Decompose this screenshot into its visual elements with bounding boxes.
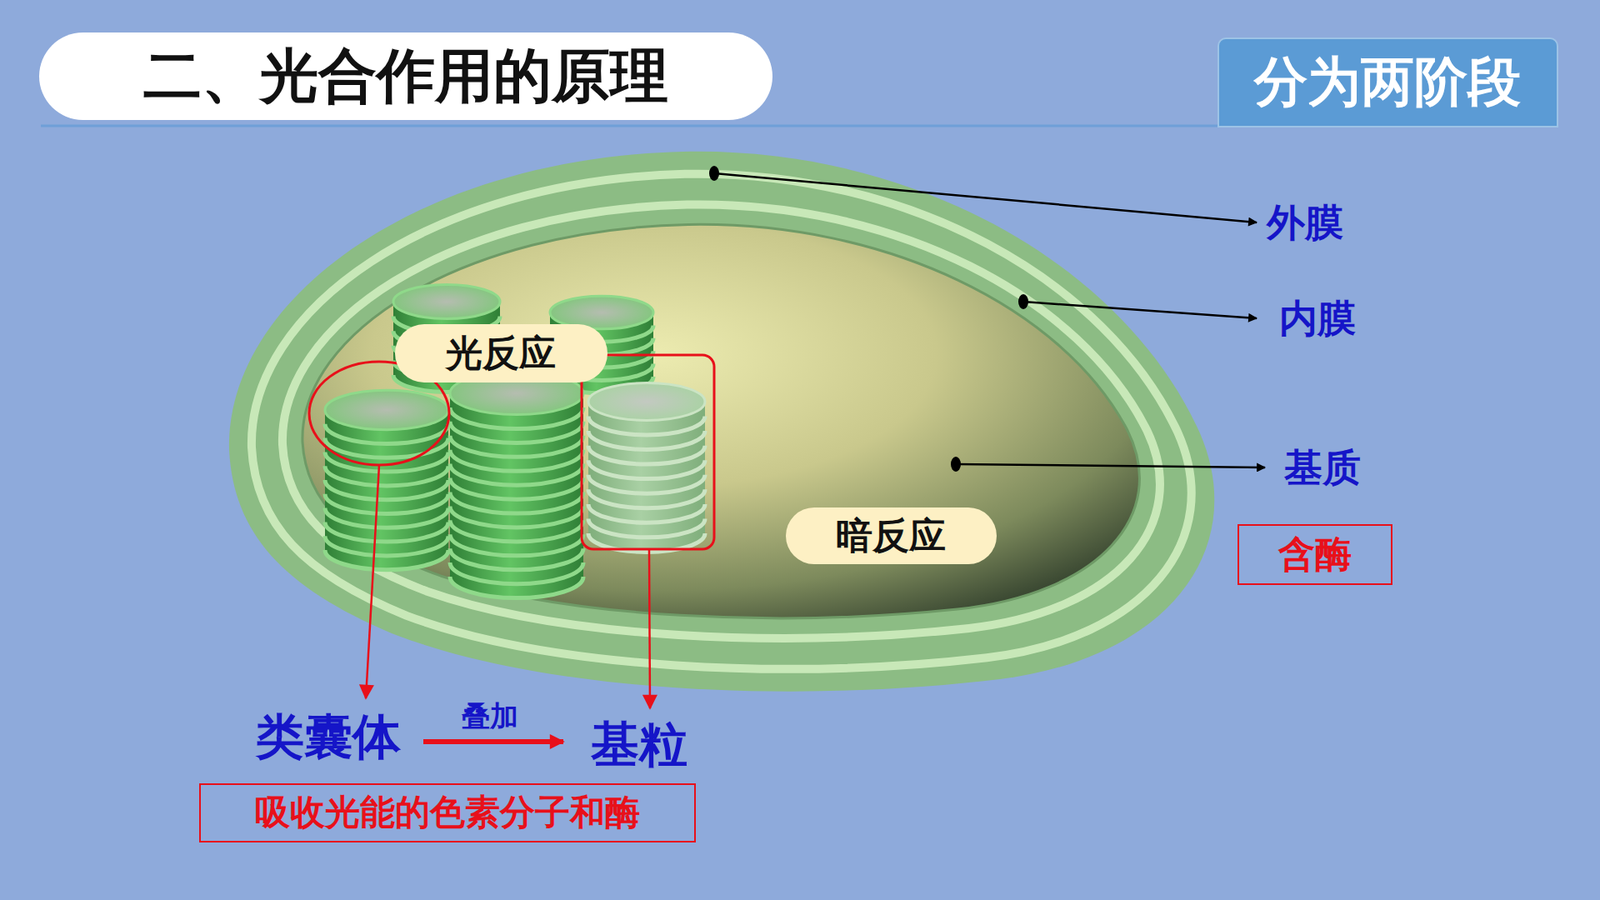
granum-highlight xyxy=(581,355,715,550)
thylakoid-disc xyxy=(325,535,449,556)
thylakoid-disc xyxy=(450,534,584,556)
granum-top xyxy=(393,285,500,320)
thylakoid-disc xyxy=(588,430,705,450)
thylakoid-disc xyxy=(588,475,705,494)
leader-dot xyxy=(950,456,961,472)
granum-side xyxy=(450,393,584,599)
stroma xyxy=(302,224,1140,618)
stacking-arrow xyxy=(423,739,564,745)
node-text: 吸收光能的色素分子和酶 xyxy=(255,792,640,833)
thylakoid-disc xyxy=(450,421,584,444)
thylakoid-disc xyxy=(325,451,449,472)
stage-tab: 分为两阶段 xyxy=(1217,37,1559,128)
thylakoid-disc xyxy=(450,464,584,486)
thylakoid-disc xyxy=(450,520,584,542)
node-text: 分为两阶段 xyxy=(1254,51,1521,114)
outer-wall xyxy=(229,151,1215,692)
node-text: 光反应 xyxy=(445,332,556,375)
part-label: 外膜 xyxy=(1266,200,1344,245)
part-label: 基质 xyxy=(1284,445,1361,490)
thylakoid-disc xyxy=(588,445,705,465)
thylakoid-disc xyxy=(325,508,449,529)
thylakoid-disc xyxy=(450,450,584,472)
granum-side xyxy=(325,410,449,570)
thylakoid-disc xyxy=(325,465,449,486)
thylakoid-disc xyxy=(588,489,705,508)
thylakoid-disc xyxy=(450,505,584,528)
thylakoid-disc xyxy=(325,480,449,500)
thylakoid-disc xyxy=(450,576,584,599)
thylakoid-disc xyxy=(588,518,705,537)
thylakoid-disc xyxy=(325,550,449,570)
note-box: 吸收光能的色素分子和酶 xyxy=(199,783,696,843)
leader-dot xyxy=(1018,294,1029,310)
title-pill: 二、光合作用的原理 xyxy=(39,32,773,120)
note-box: 含酶 xyxy=(1237,524,1393,585)
leader-line xyxy=(1023,301,1257,319)
thylakoid-disc xyxy=(588,460,705,479)
granum-stack xyxy=(588,383,705,553)
granum-stack xyxy=(325,390,449,570)
thylakoid-disc xyxy=(450,491,584,514)
structure-label: 基粒 xyxy=(590,716,688,773)
thylakoid-disc xyxy=(325,494,449,515)
granum-top xyxy=(588,383,705,421)
leader-dot xyxy=(709,165,720,181)
thylakoid-disc xyxy=(325,521,449,542)
thylakoid-disc xyxy=(450,478,584,500)
thylakoid-disc xyxy=(450,562,584,585)
leader-line xyxy=(649,549,650,709)
leader-line xyxy=(955,464,1265,468)
title-text: 二、光合作用的原理 xyxy=(143,42,669,110)
arrow-label: 叠加 xyxy=(461,700,519,733)
thylakoid-disc xyxy=(588,504,705,523)
inner-membrane xyxy=(282,204,1160,638)
node-text: 暗反应 xyxy=(835,515,946,558)
phase-pill: 暗反应 xyxy=(785,507,997,565)
phase-pill: 光反应 xyxy=(395,324,608,383)
leader-line xyxy=(714,173,1257,223)
structure-label: 类囊体 xyxy=(255,709,401,765)
outer-membrane xyxy=(251,174,1192,670)
node-text: 含酶 xyxy=(1278,533,1352,576)
part-label: 内膜 xyxy=(1279,296,1356,341)
leader-line xyxy=(365,465,380,699)
granum-stack xyxy=(450,371,584,598)
thylakoid-disc xyxy=(450,435,584,458)
granum-side xyxy=(588,401,705,552)
granum-top xyxy=(325,390,449,430)
thylakoid-disc xyxy=(450,548,584,570)
